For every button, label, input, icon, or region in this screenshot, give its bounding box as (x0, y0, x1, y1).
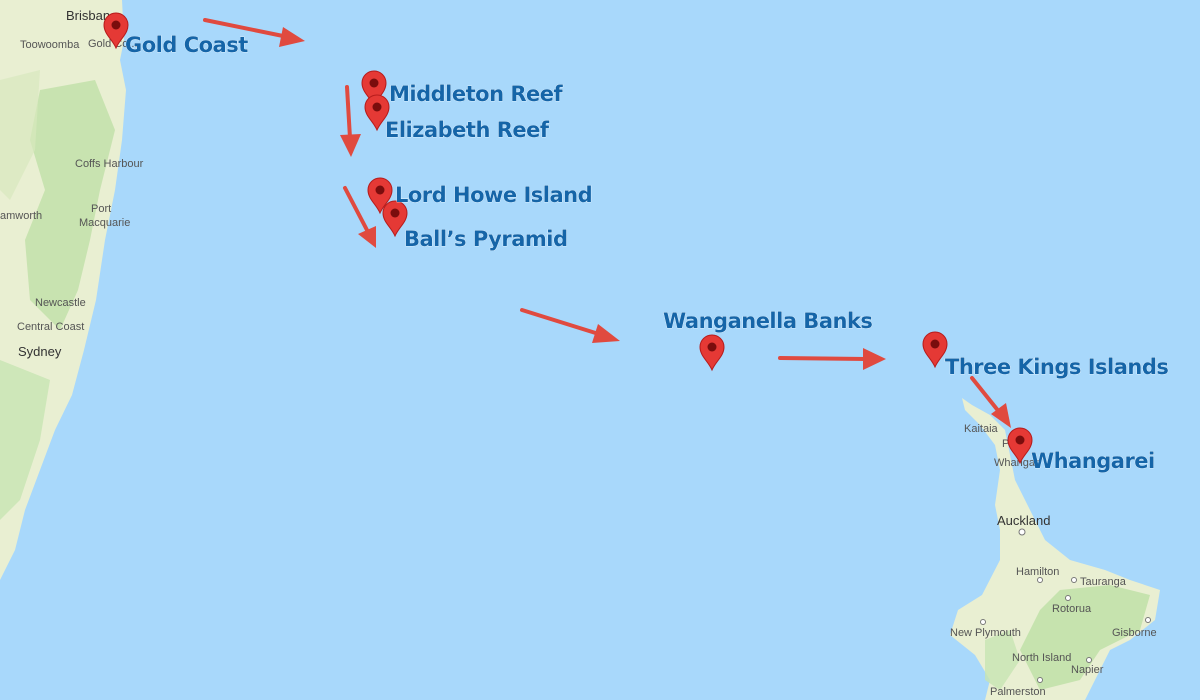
base-map-labels: Brisbane Toowoomba Gold Co... Coffs Harb… (0, 8, 1157, 698)
label-gisborne: Gisborne (1112, 627, 1157, 639)
city-dot-auckland (1018, 528, 1026, 536)
route-arrow-icon (970, 376, 1011, 428)
label-newcastle: Newcastle (35, 297, 86, 309)
route-arrow-icon (203, 18, 305, 47)
australia-landmass (0, 0, 126, 580)
label-kaitaia: Kaitaia (964, 423, 999, 435)
label-central-coast: Central Coast (17, 321, 84, 333)
label-gold-coast[interactable]: Gold Coast (125, 33, 249, 58)
label-gold-coast-small: Gold Co... (88, 38, 138, 50)
label-middleton-reef[interactable]: Middleton Reef (389, 82, 565, 107)
city-dot-hamilton (1037, 577, 1043, 583)
city-dot-napier (1086, 657, 1092, 663)
label-port: Port (91, 203, 111, 215)
label-napier: Napier (1071, 664, 1104, 676)
city-dot-gisborne (1145, 617, 1151, 623)
label-palmerston: Palmerston (990, 686, 1046, 698)
label-whangarei-small: Whangar (994, 457, 1039, 469)
city-dot-palmerston (1037, 677, 1043, 683)
city-dot-rotorua (1065, 595, 1071, 601)
label-lord-howe-island[interactable]: Lord Howe Island (395, 183, 593, 208)
label-tauranga: Tauranga (1080, 576, 1127, 588)
label-whangarei[interactable]: Whangarei (1031, 449, 1156, 474)
label-elizabeth-reef[interactable]: Elizabeth Reef (385, 118, 551, 143)
label-new-plymouth: New Plymouth (950, 627, 1021, 639)
route-arrow-icon (520, 308, 620, 343)
route-arrow-icon (343, 186, 376, 248)
label-balls-pyramid[interactable]: Ball’s Pyramid (404, 227, 569, 252)
destination-labels: Gold Coast Middleton Reef Elizabeth Reef… (125, 33, 1169, 474)
label-rotorua: Rotorua (1052, 603, 1092, 615)
label-macquarie: Macquarie (79, 217, 130, 229)
city-dot-tauranga (1071, 577, 1077, 583)
route-arrows (203, 18, 1011, 428)
label-coffs-harbour: Coffs Harbour (75, 158, 144, 170)
label-hamilton: Hamilton (1016, 566, 1059, 578)
label-brisbane: Brisbane (66, 8, 117, 23)
route-arrow-icon (340, 85, 361, 157)
label-north-island: North Island (1012, 652, 1071, 664)
new-zealand-landmass (950, 398, 1160, 700)
label-toowoomba: Toowoomba (20, 39, 80, 51)
label-tamworth: amworth (0, 210, 42, 222)
route-arrow-icon (778, 348, 886, 370)
label-wanganella-banks[interactable]: Wanganella Banks (663, 309, 874, 334)
label-three-kings-islands[interactable]: Three Kings Islands (945, 355, 1169, 380)
label-sydney: Sydney (18, 344, 62, 359)
label-auckland: Auckland (997, 513, 1050, 528)
city-dot-new-plymouth (980, 619, 986, 625)
